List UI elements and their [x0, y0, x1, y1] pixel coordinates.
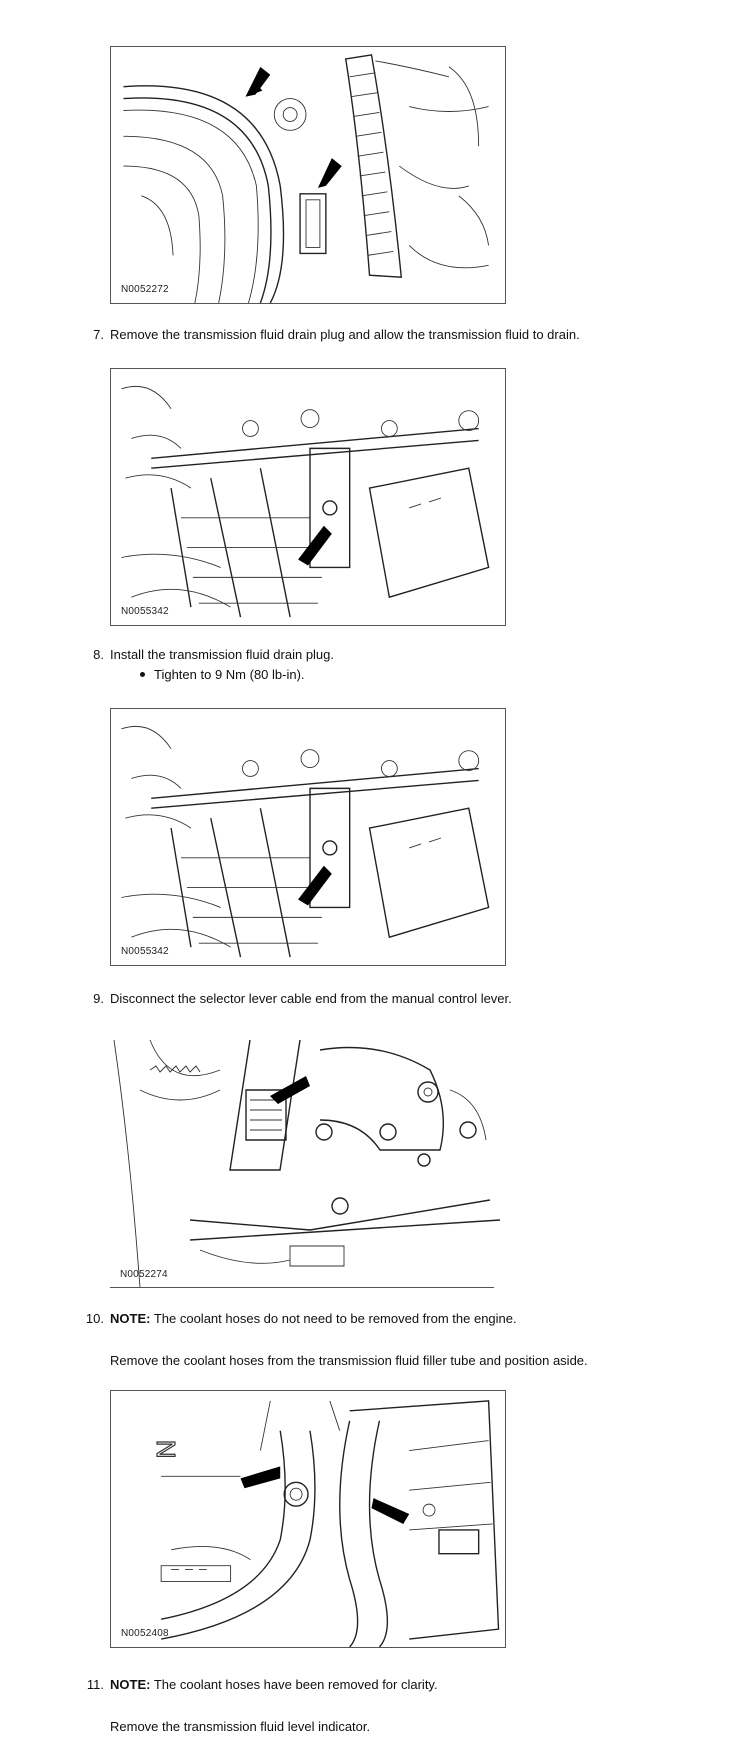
- note-label: NOTE:: [110, 1677, 151, 1692]
- figure-5: N N0052408: [110, 1390, 506, 1648]
- step-9: 9. Disconnect the selector lever cable e…: [93, 990, 512, 1007]
- step-number: 8.: [93, 647, 104, 662]
- step-11-text: Remove the transmission fluid level indi…: [110, 1718, 370, 1735]
- step-text: Remove the transmission fluid level indi…: [110, 1719, 371, 1734]
- bullet-text: Tighten to 9 Nm (80 lb-in).: [154, 667, 305, 682]
- step-10: 10. NOTE: The coolant hoses do not need …: [86, 1310, 517, 1327]
- step-number: 10.: [85, 1311, 104, 1326]
- figure-id: N0055342: [121, 946, 169, 957]
- step-7: 7. Remove the transmission fluid drain p…: [93, 326, 580, 343]
- figure-1: N0052272: [110, 46, 506, 304]
- step-text: Remove the transmission fluid drain plug…: [110, 327, 580, 342]
- figure-4-illustration: [113, 1039, 501, 1288]
- figure-baseline: [110, 1287, 494, 1288]
- figure-id: N0052274: [120, 1269, 168, 1280]
- step-number: 7.: [93, 327, 104, 342]
- step-text: Disconnect the selector lever cable end …: [110, 991, 512, 1006]
- figure-id: N0052408: [121, 1628, 169, 1639]
- step-text: Install the transmission fluid drain plu…: [110, 647, 335, 662]
- note-label: NOTE:: [110, 1311, 151, 1326]
- figure-2: N0055342: [110, 368, 506, 626]
- step-number: 9.: [93, 991, 104, 1006]
- step-8: 8. Install the transmission fluid drain …: [93, 646, 335, 663]
- step-8-bullet: Tighten to 9 Nm (80 lb-in).: [140, 666, 305, 683]
- note-text: The coolant hoses have been removed for …: [150, 1677, 438, 1692]
- note-text: The coolant hoses do not need to be remo…: [150, 1311, 517, 1326]
- figure-4: N0052274: [110, 1030, 506, 1288]
- step-number: 11.: [86, 1677, 104, 1692]
- figure-1-illustration: [123, 54, 490, 303]
- figure-id: N0052272: [121, 284, 169, 295]
- figure-5-illustration: N: [152, 1400, 500, 1647]
- bullet-dot: [140, 672, 145, 678]
- step-11: 11. NOTE: The coolant hoses have been re…: [87, 1676, 438, 1693]
- svg-text:N: N: [153, 1440, 181, 1459]
- figure-3-illustration: [121, 725, 490, 958]
- figure-2-illustration: [121, 385, 490, 618]
- figure-3: N0055342: [110, 708, 506, 966]
- figure-id: N0055342: [121, 606, 169, 617]
- step-10-text: Remove the coolant hoses from the transm…: [110, 1352, 588, 1369]
- step-text: Remove the coolant hoses from the transm…: [110, 1353, 588, 1368]
